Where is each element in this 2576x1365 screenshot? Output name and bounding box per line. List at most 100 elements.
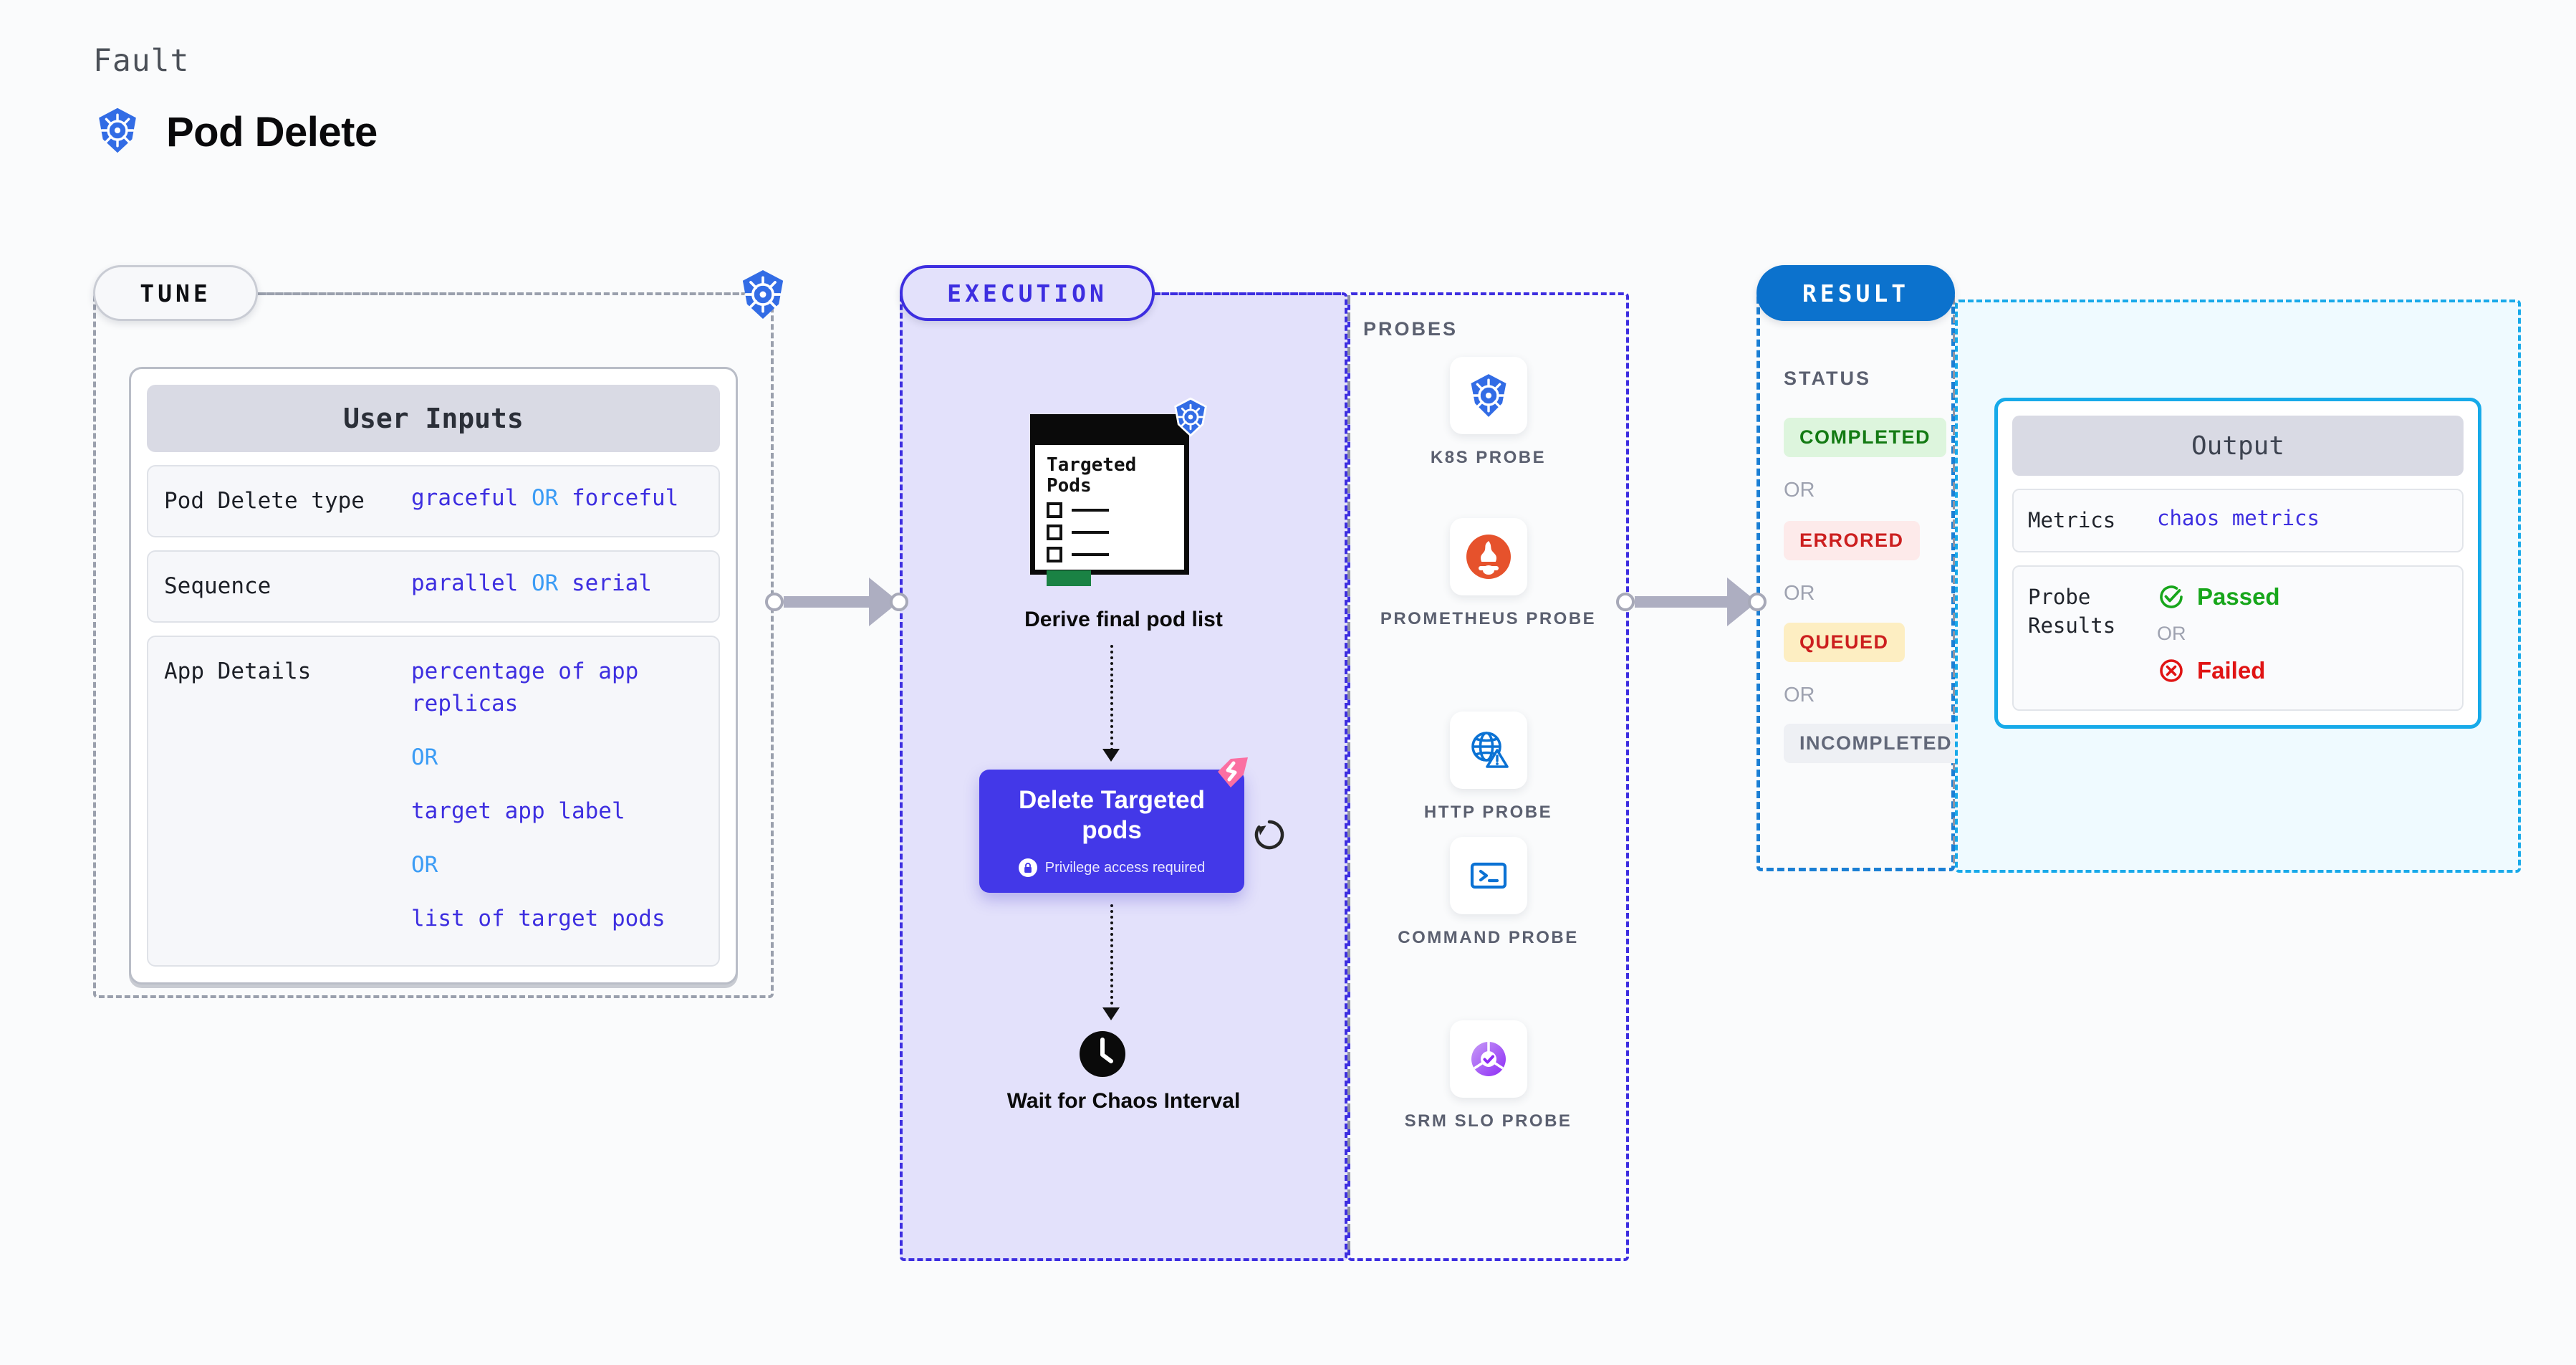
app-details-values: percentage of app replicas OR target app…	[411, 656, 676, 935]
app-detail-option-2: target app label	[411, 798, 625, 824]
wait-for-chaos-interval-label: Wait for Chaos Interval	[1006, 1089, 1241, 1113]
checkbox-icon	[1047, 547, 1062, 563]
sequence-key: Sequence	[164, 573, 271, 599]
privilege-text: Privilege access required	[1044, 859, 1206, 876]
checkbox-icon	[1047, 502, 1062, 519]
list-item	[1047, 525, 1173, 541]
failed-label: Failed	[2197, 656, 2266, 684]
probe-k8s[interactable]: K8S PROBE	[1347, 357, 1629, 469]
probe-http[interactable]: HTTP PROBE	[1347, 712, 1629, 824]
pod-delete-type-key: Pod Delete type	[164, 488, 365, 514]
prometheus-icon	[1449, 518, 1527, 595]
line-placeholder	[1072, 553, 1109, 557]
flow-arrow-line	[1110, 904, 1113, 1010]
execution-top-dashed-line	[1155, 292, 1341, 295]
probe-label: PROMETHEUS PROBE	[1380, 609, 1597, 628]
connector-line	[1635, 596, 1727, 608]
value-a: parallel	[411, 570, 519, 596]
status-badge-incompleted: INCOMPLETED	[1784, 724, 1969, 763]
value-b: serial	[571, 570, 652, 596]
srm-slo-donut-icon	[1449, 1020, 1527, 1098]
result-stage-pill[interactable]: RESULT	[1756, 265, 1955, 321]
line-placeholder	[1072, 531, 1109, 535]
user-inputs-title: User Inputs	[147, 385, 720, 452]
probe-prometheus[interactable]: PROMETHEUS PROBE	[1347, 518, 1629, 631]
probe-result-passed: Passed	[2157, 583, 2280, 611]
table-row[interactable]: Metrics chaos metrics	[2012, 489, 2464, 552]
connector-knob-left	[1616, 593, 1635, 611]
pod-delete-type-value: graceful OR forceful	[411, 485, 678, 511]
targeted-pods-card: Targeted Pods	[1030, 414, 1189, 587]
check-circle-icon	[2157, 583, 2186, 611]
delete-targeted-pods-node[interactable]: Delete Targeted pods Privilege access re…	[979, 770, 1244, 893]
probes-title: PROBES	[1363, 318, 1458, 340]
clock-icon	[1078, 1030, 1127, 1078]
connector-line	[784, 596, 869, 608]
green-progress-bar	[1047, 570, 1091, 587]
tune-stage-pill[interactable]: TUNE	[93, 265, 258, 321]
probe-srm-slo[interactable]: SRM SLO PROBE	[1347, 1020, 1629, 1133]
probe-label: HTTP PROBE	[1423, 803, 1553, 822]
status-or-2: OR	[1784, 582, 1815, 605]
flow-arrow-head	[1102, 1007, 1120, 1020]
line-placeholder	[1072, 509, 1109, 512]
or-label: OR	[531, 485, 559, 511]
page-title: Pod Delete	[166, 109, 378, 155]
probe-command[interactable]: COMMAND PROBE	[1347, 837, 1629, 949]
output-title: Output	[2012, 416, 2464, 476]
table-row[interactable]: App Details percentage of app replicas O…	[147, 635, 720, 967]
status-or-3: OR	[1784, 684, 1815, 707]
output-card: Output Metrics chaos metrics Probe Resul…	[1994, 398, 2481, 729]
terminal-icon	[1449, 837, 1527, 914]
metrics-key: Metrics	[2028, 508, 2116, 532]
tune-top-dashed-line	[258, 292, 739, 295]
table-row[interactable]: Sequence parallel OR serial	[147, 550, 720, 623]
user-inputs-card: User Inputs Pod Delete type graceful OR …	[129, 367, 738, 985]
or-label: OR	[411, 744, 438, 770]
delete-node-title: Delete Targeted pods	[1019, 786, 1205, 844]
status-badge-completed: COMPLETED	[1784, 418, 1947, 457]
value-a: graceful	[411, 485, 519, 511]
status-badge-queued: QUEUED	[1784, 623, 1905, 662]
metrics-value: chaos metrics	[2157, 506, 2320, 530]
fault-label: Fault	[93, 43, 190, 79]
connector-knob-left	[765, 593, 784, 611]
execution-stage-pill[interactable]: EXECUTION	[900, 265, 1155, 321]
privilege-note: Privilege access required	[1018, 858, 1206, 877]
probe-results-key: Probe Results	[2028, 584, 2116, 638]
connector-probes-to-result	[1616, 578, 1767, 626]
flow-arrow-head	[1102, 749, 1120, 762]
probe-results-values: Passed OR Failed	[2157, 583, 2280, 685]
http-globe-warning-icon	[1449, 712, 1527, 789]
kubernetes-icon	[1171, 397, 1211, 437]
connector-tune-to-execution	[765, 578, 908, 626]
probe-label: SRM SLO PROBE	[1404, 1111, 1572, 1131]
x-circle-icon	[2157, 656, 2186, 685]
targeted-pods-titlebar	[1035, 419, 1184, 445]
probes-region	[1347, 292, 1629, 1261]
flow-arrow-line	[1110, 645, 1113, 751]
targeted-pods-title-line1: Targeted	[1047, 454, 1137, 476]
probe-label: K8S PROBE	[1430, 448, 1547, 467]
app-details-key: App Details	[164, 658, 312, 684]
kubernetes-icon	[93, 106, 142, 158]
list-item	[1047, 547, 1173, 563]
status-badge-errored: ERRORED	[1784, 521, 1920, 560]
connector-knob-right	[1748, 593, 1767, 611]
targeted-pods-title-line2: Pods	[1047, 474, 1092, 497]
kubernetes-icon	[736, 268, 789, 321]
connector-knob-right	[890, 593, 908, 611]
harness-logo-icon	[1212, 756, 1252, 793]
list-item	[1047, 502, 1173, 519]
retry-icon[interactable]	[1250, 815, 1289, 854]
page-header: Fault Pod Delete	[93, 43, 378, 158]
table-row[interactable]: Probe Results Passed OR	[2012, 565, 2464, 711]
or-label: OR	[411, 851, 438, 878]
or-label: OR	[531, 570, 559, 596]
table-row[interactable]: Pod Delete type graceful OR forceful	[147, 465, 720, 537]
lock-icon	[1018, 858, 1037, 877]
kubernetes-icon	[1449, 357, 1527, 434]
passed-label: Passed	[2197, 583, 2280, 610]
probe-result-or: OR	[2157, 622, 2186, 644]
value-b: forceful	[571, 485, 679, 511]
